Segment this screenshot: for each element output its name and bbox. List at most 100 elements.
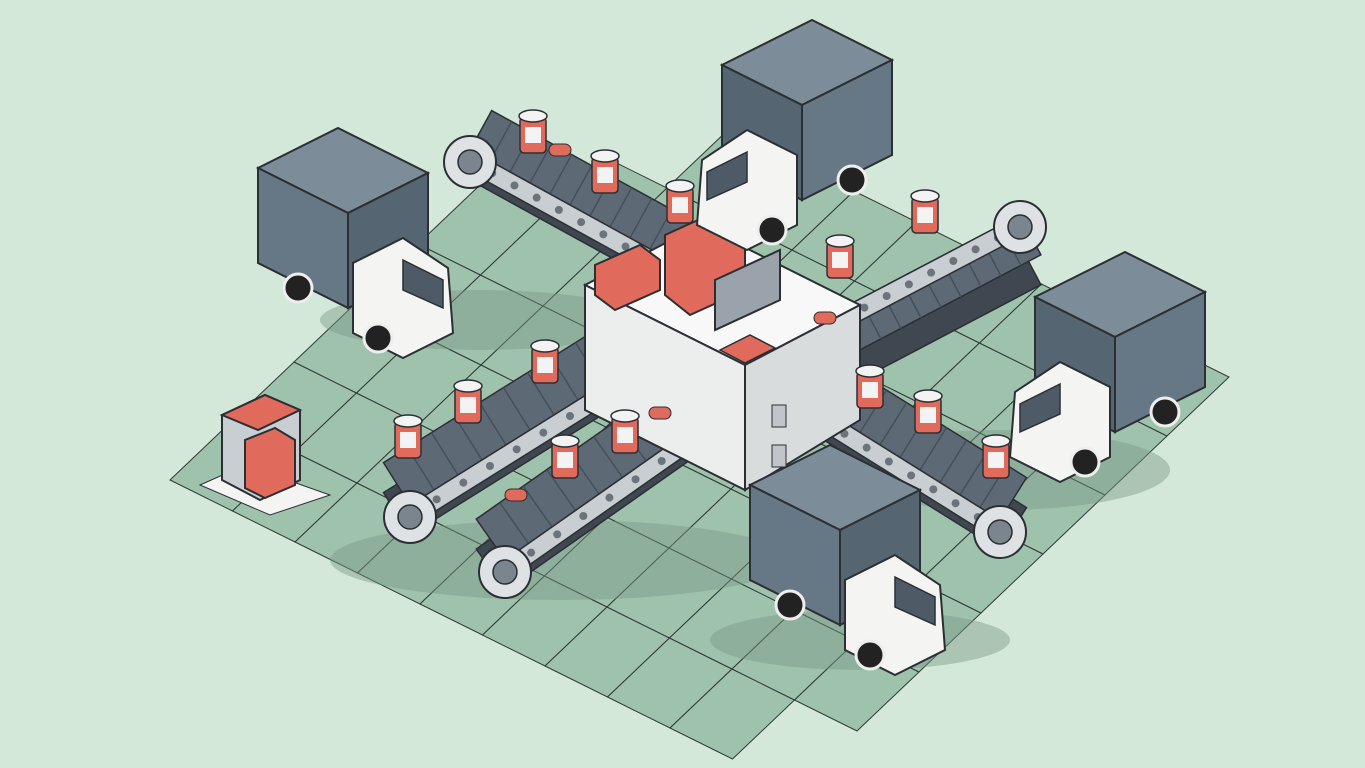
bottle-cap [393, 414, 423, 428]
roller-hub [1007, 214, 1033, 240]
belt-slat [939, 439, 968, 483]
belt-slat [549, 154, 573, 195]
bottle-cap [550, 434, 580, 448]
bottle-label [460, 397, 476, 413]
bottle-label [862, 382, 878, 398]
belt-slat [569, 165, 593, 206]
rail-bolt [553, 530, 562, 539]
bottle-label [597, 167, 613, 183]
bottle-cap [981, 434, 1011, 448]
roller-hub [457, 149, 483, 175]
capsule [504, 488, 528, 502]
belt-slat [522, 485, 553, 528]
bottle-label [672, 197, 688, 213]
station-box [244, 426, 296, 500]
rail-bolt [539, 428, 548, 437]
roller-hub [987, 519, 1013, 545]
bottle-label [525, 127, 541, 143]
bottle-label [537, 357, 553, 373]
bottle-cap [913, 389, 943, 403]
rail-bolt [949, 257, 958, 265]
rail-bolt [566, 412, 574, 420]
belt-slat [430, 432, 459, 476]
bottle-label [988, 452, 1004, 468]
shadow [330, 520, 790, 600]
rail-bolt [951, 499, 960, 508]
bottle-cap [665, 179, 695, 193]
bottle-label [832, 252, 848, 268]
bottle-label [557, 452, 573, 468]
station-top [219, 393, 303, 432]
rail-bolt [904, 280, 913, 289]
belt-slat [499, 502, 530, 544]
rail-bolt [579, 512, 588, 520]
central-machine [582, 208, 863, 492]
rail-bolt [862, 443, 871, 452]
truck-wheel [854, 639, 886, 671]
rail-bolt [486, 462, 494, 470]
trucks [255, 18, 1208, 677]
truck-wheel [774, 589, 806, 621]
bottle-cap [610, 409, 640, 423]
belt-slat [609, 187, 633, 228]
rail-bolt [884, 457, 893, 466]
control-panel [771, 404, 787, 428]
machine-right-face [744, 303, 861, 492]
rail-bolt [657, 457, 666, 465]
rail-bolt [512, 445, 521, 454]
belt-slat [502, 387, 531, 431]
pill-bottles [393, 109, 1011, 502]
machine-button [718, 334, 777, 364]
truck-wheel [836, 164, 868, 196]
truck-wheel [1149, 396, 1181, 428]
bottle-cap [590, 149, 620, 163]
belt-slat [919, 427, 948, 471]
rail-bolt [432, 495, 441, 504]
bottle-cap [453, 379, 483, 393]
rail-bolt [532, 193, 541, 202]
belt-slat [629, 198, 653, 239]
rail-bolt [971, 245, 980, 254]
bottle-cap [825, 234, 855, 248]
rail-bolt [907, 471, 916, 480]
rail-bolt [860, 303, 869, 312]
label-station [198, 393, 332, 516]
bottle-cap [518, 109, 548, 123]
rail-bolt [577, 218, 586, 227]
truck-wheel [362, 322, 394, 354]
rail-bolt [621, 242, 630, 251]
truck-windshield [402, 258, 444, 310]
rail-bolt [927, 268, 936, 277]
rail-bolt [527, 548, 536, 557]
machine-panel [714, 248, 781, 332]
bottle-cap [855, 364, 885, 378]
truck-wheel [1069, 446, 1101, 478]
capsule [813, 311, 837, 325]
bottle-label [917, 207, 933, 223]
truck-windshield [894, 575, 936, 627]
belt-slat [546, 469, 577, 511]
belt-slat [879, 402, 908, 446]
truck-wheel [282, 272, 314, 304]
rail-bolt [554, 205, 563, 214]
bottle-label [920, 407, 936, 423]
rail-bolt [605, 493, 614, 502]
belt-slat [959, 452, 988, 496]
belt-slat [478, 402, 507, 446]
rail-bolt [631, 475, 640, 484]
belt-slat [593, 436, 624, 478]
roller-hub [397, 504, 423, 530]
truck-windshield [706, 150, 748, 202]
bottle-cap [910, 189, 940, 203]
control-panel [771, 444, 787, 468]
capsule [648, 406, 672, 420]
rail-bolt [929, 485, 938, 494]
bottle-label [617, 427, 633, 443]
rail-bolt [459, 478, 468, 487]
red-hopper [594, 243, 661, 312]
belt-slat [529, 143, 553, 184]
rail-bolt [882, 292, 891, 300]
rail-bolt [510, 181, 519, 190]
bottle-label [400, 432, 416, 448]
